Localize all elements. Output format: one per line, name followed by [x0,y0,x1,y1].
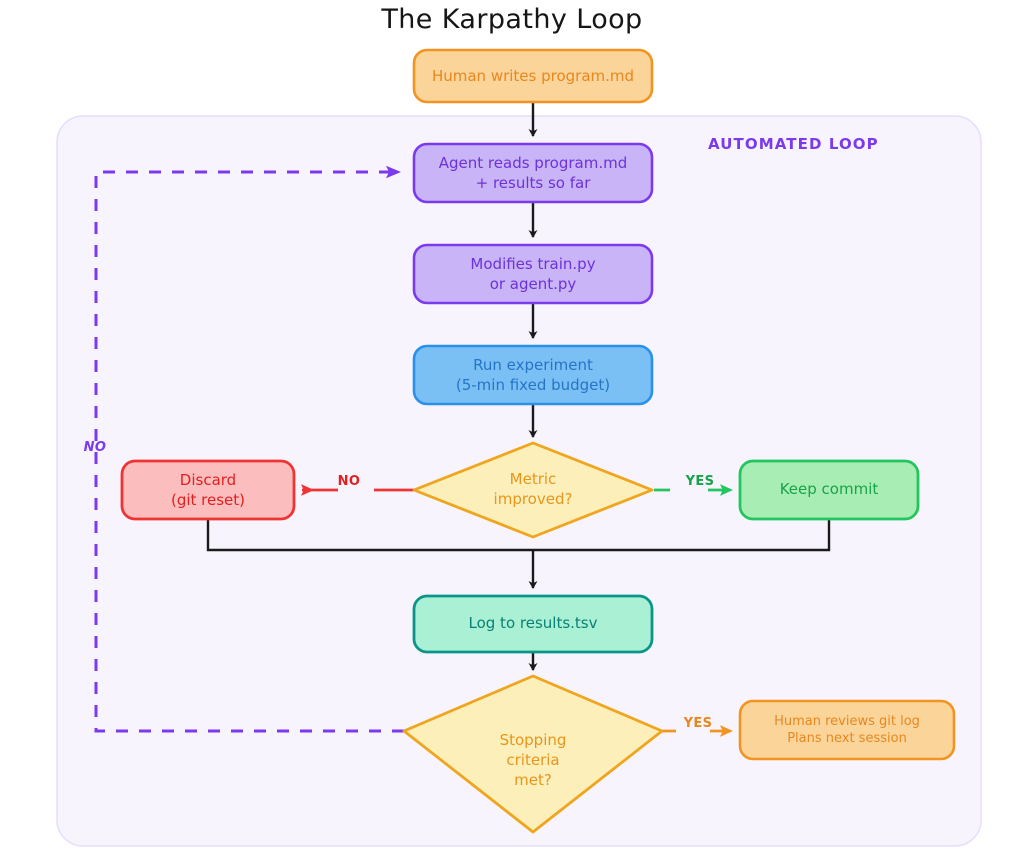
node-discard[interactable] [120,459,296,521]
automated-loop-label: AUTOMATED LOOP [708,135,879,153]
node-agent-reads[interactable] [412,142,654,204]
node-keep-commit[interactable] [738,459,920,521]
node-run-experiment[interactable] [412,344,654,406]
node-log-results[interactable] [412,594,654,654]
node-metric-improved[interactable] [412,441,654,539]
node-human-writes[interactable] [412,48,654,104]
edge-label-yes-human: YES [683,716,713,731]
edge-stopping-no-loop [94,165,404,733]
node-modifies-train[interactable] [412,243,654,305]
edge-discard-to-log [206,519,533,552]
node-stopping-criteria[interactable] [402,674,664,834]
edge-keep-to-log [533,519,831,552]
page-title: The Karpathy Loop [381,4,643,35]
edge-label-no-discard: NO [337,474,361,489]
edge-label-yes-keep: YES [685,474,715,489]
edge-label-no-loop: NO [83,440,107,455]
node-human-reviews[interactable] [738,699,956,761]
